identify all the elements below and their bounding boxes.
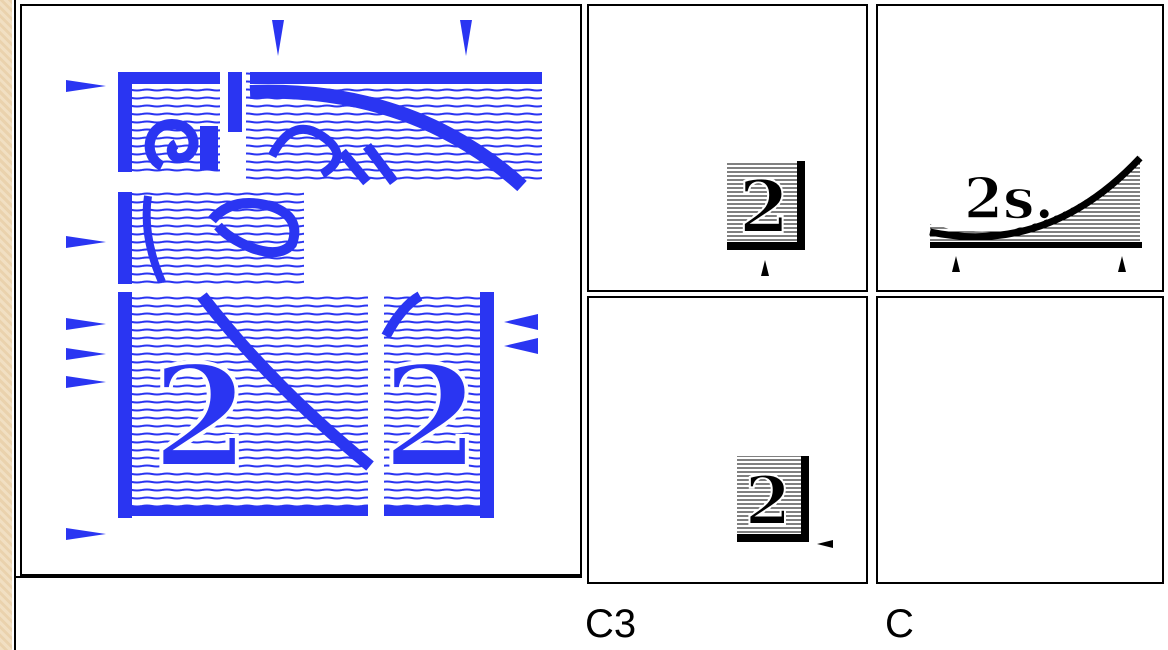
fragment-lower-right: 2 — [380, 291, 494, 518]
fragment-top-left — [118, 72, 220, 172]
c3-bottom-panel[interactable]: 2 — [587, 296, 868, 584]
column-label-c: C — [885, 602, 914, 646]
arrow-marker-icon — [1118, 256, 1126, 272]
fragment-lower-left: 2 — [118, 292, 374, 518]
column-label-c3: C3 — [585, 602, 637, 646]
blue-stamp-fragments: 2 2 — [66, 20, 542, 540]
stamp-denomination: 2s. — [964, 166, 1054, 232]
stamp-thumb-c3-bottom: 2 — [737, 456, 833, 548]
arrow-marker-icon — [817, 540, 833, 548]
c3-top-panel[interactable]: 2 — [587, 4, 868, 292]
c-top-panel[interactable]: 2s. — [876, 4, 1164, 292]
stamp-thumb-c3-top: 2 — [727, 161, 805, 276]
stamp-numeral: 2 — [739, 164, 789, 249]
stamp-thumb-c-top: 2s. — [929, 155, 1143, 272]
c-bottom-panel[interactable] — [876, 296, 1164, 584]
parchment-edge — [0, 0, 12, 650]
stamp-numeral: 2 — [745, 462, 791, 540]
fragment-slice — [228, 72, 242, 132]
fragment-middle-left — [118, 192, 304, 284]
fragment-top-right — [246, 72, 542, 192]
puzzle-main-panel[interactable]: 2 2 — [20, 4, 582, 576]
arrow-marker-icon — [66, 20, 538, 540]
arrow-marker-icon — [952, 256, 960, 272]
stamp-numeral-left: 2 — [152, 336, 249, 500]
stamp-numeral-right: 2 — [382, 336, 479, 500]
arrow-marker-icon — [761, 260, 769, 276]
divider — [14, 576, 582, 578]
